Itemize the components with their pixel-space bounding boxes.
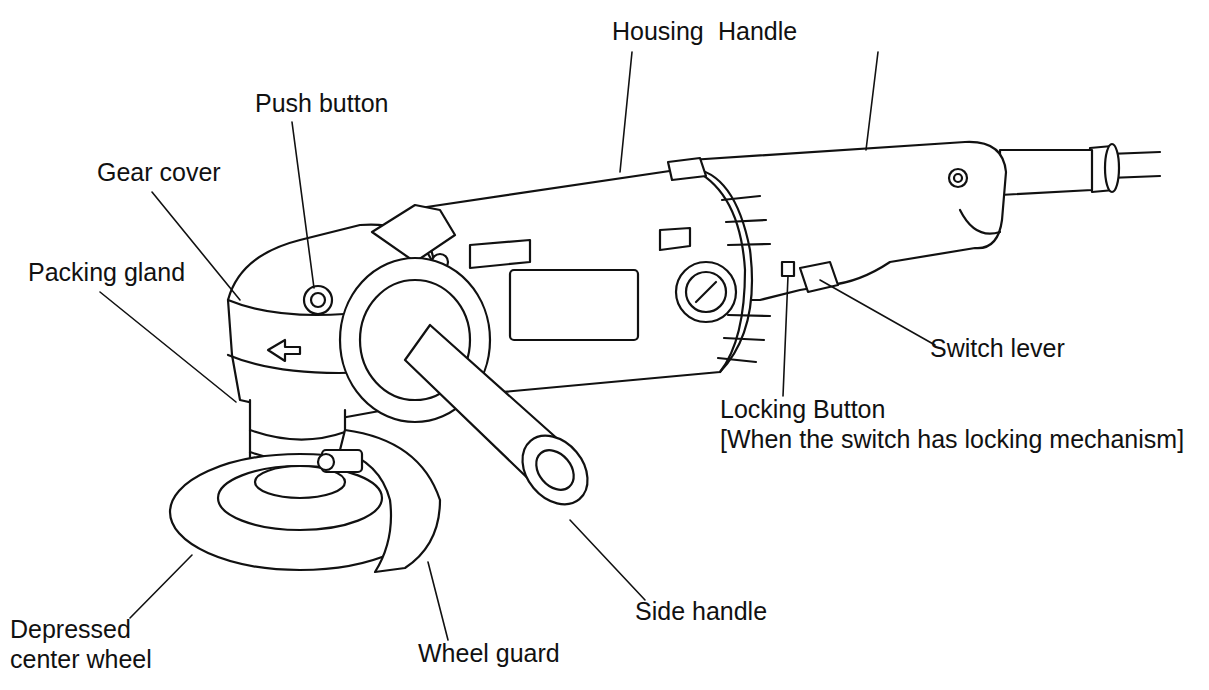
rotation-arrow: [268, 340, 300, 361]
part-label: Handle: [718, 16, 797, 46]
part-label: Wheel guard: [418, 638, 560, 668]
handle-grip-edge: [960, 210, 1000, 234]
part-label: Housing: [612, 16, 704, 46]
brush-cap: [686, 272, 726, 312]
cord-sleeve: [1000, 150, 1092, 195]
side-handle-end-inner: [529, 443, 582, 497]
part-label: Gear cover: [97, 157, 221, 187]
leader-line: [783, 276, 788, 396]
part-label: Packing gland: [28, 257, 185, 287]
part-label: Locking Button: [720, 394, 885, 424]
leader-lines: [100, 52, 935, 640]
screw-head: [954, 174, 962, 182]
push-button-part: [304, 286, 332, 314]
leader-line: [866, 52, 878, 150]
push-button-center: [311, 293, 325, 307]
leader-line: [292, 122, 314, 288]
part-label: Push button: [255, 88, 388, 118]
screw: [949, 169, 967, 187]
leader-line: [620, 52, 632, 172]
cord-guard-end: [1105, 144, 1119, 192]
locking-button-part: [782, 262, 794, 276]
leader-line: [820, 280, 935, 345]
housing-tab: [668, 158, 706, 180]
leader-line: [130, 555, 192, 618]
wheel-depression: [218, 466, 382, 530]
part-label: Switch lever: [930, 333, 1065, 363]
brush-cap-slot: [696, 282, 716, 302]
nameplate: [510, 270, 638, 340]
part-label: Side handle: [635, 596, 767, 626]
part-label: [When the switch has locking mechanism]: [720, 424, 1184, 454]
part-label: Depressed center wheel: [10, 614, 180, 674]
leader-line: [428, 562, 448, 640]
leader-line: [100, 292, 236, 402]
leader-line: [570, 520, 645, 600]
clamp-screw: [318, 454, 334, 470]
housing-vents: [470, 228, 690, 268]
brush-cap-rim: [676, 262, 736, 322]
side-handle-end: [509, 423, 601, 517]
